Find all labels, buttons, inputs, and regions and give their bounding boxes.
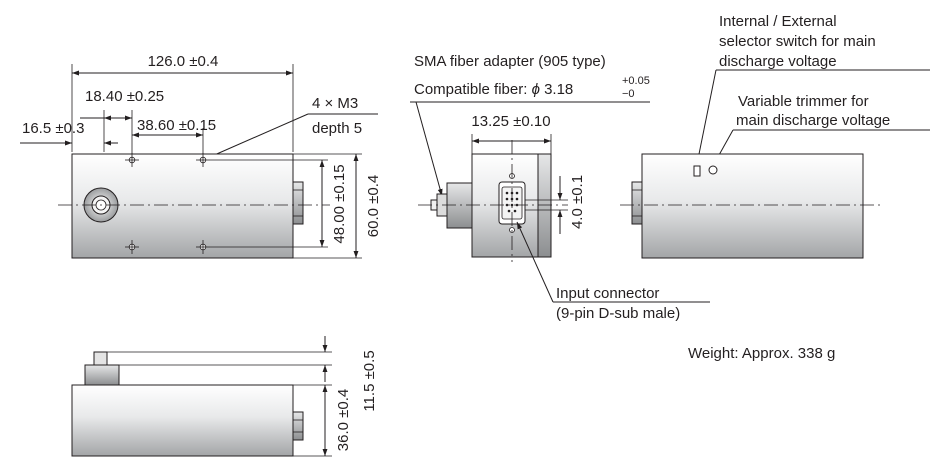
thread-spec-label: 4 × M3 — [312, 95, 358, 112]
input-connector-label-line1: Input connector — [556, 285, 659, 302]
selector-label-line1: Internal / External — [719, 13, 837, 30]
selector-label-line2: selector switch for main — [719, 33, 876, 50]
trimmer-label-line1: Variable trimmer for — [738, 93, 869, 110]
connector-offset-label: 4.0 ±0.1 — [569, 175, 586, 229]
trimmer-label-line2: main discharge voltage — [736, 112, 890, 129]
trimmer — [708, 165, 718, 175]
end-view: SMA fiber adapter (905 type) Compatible … — [410, 53, 710, 322]
fiber-adapter-label: SMA fiber adapter (905 type) — [414, 53, 606, 70]
side-view: 11.5 ±0.5 36.0 ±0.4 — [71, 336, 378, 457]
connector-spacing-label: 13.25 ±0.10 — [471, 113, 550, 130]
front-view: 126.0 ±0.4 18.40 ±0.25 38.60 ±0.15 16.5 … — [20, 53, 382, 259]
side-view-body — [71, 384, 294, 457]
rear-view-body — [641, 153, 864, 259]
hole-pitch-vertical-label: 48.00 ±0.15 — [331, 164, 348, 243]
input-connector-label-line2: (9-pin D-sub male) — [556, 305, 680, 322]
hole-offset-label: 18.40 ±0.25 — [85, 88, 164, 105]
overall-length-label: 126.0 ±0.4 — [148, 53, 219, 70]
left-offset-label: 16.5 ±0.3 — [22, 120, 84, 137]
rear-view: Internal / External selector switch for … — [620, 13, 930, 362]
thread-depth-label: depth 5 — [312, 120, 362, 137]
height-label: 60.0 ±0.4 — [365, 175, 382, 237]
weight-label: Weight: Approx. 338 g — [688, 345, 835, 362]
fiber-tol-plus: +0.05 — [622, 75, 650, 87]
hole-spacing-label: 38.60 ±0.15 — [137, 117, 216, 134]
mounting-holes — [125, 153, 210, 254]
adapter-height-label: 11.5 ±0.5 — [361, 350, 378, 411]
connector-stub — [292, 181, 304, 225]
selector-switch — [693, 165, 701, 177]
body-height-label: 36.0 ±0.4 — [335, 389, 352, 451]
selector-label-line3: discharge voltage — [719, 53, 837, 70]
fiber-tol-minus: −0 — [622, 88, 635, 100]
compatible-fiber-label: Compatible fiber: ϕ 3.18 — [414, 81, 573, 98]
